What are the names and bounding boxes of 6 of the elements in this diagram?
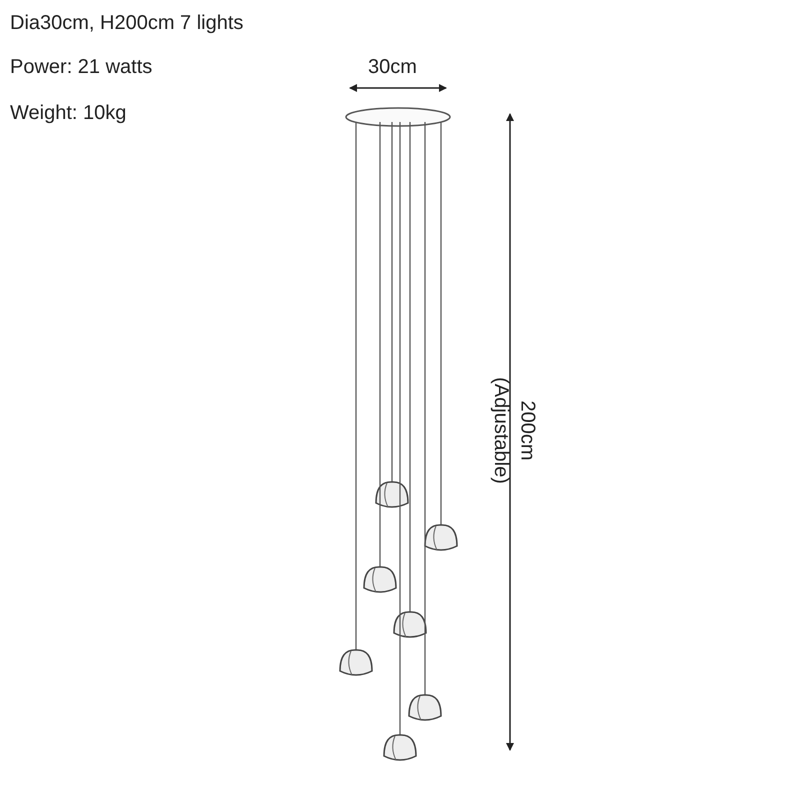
dimension-label: (Adjustable) (488, 376, 512, 484)
dimension-label: 200cm (516, 400, 539, 460)
spec-text: Weight: 10kg (10, 102, 126, 125)
spec-text: Dia30cm, H200cm 7 lights (10, 12, 244, 35)
dimension-label: 30cm (368, 56, 417, 79)
spec-text: Power: 21 watts (10, 56, 152, 79)
